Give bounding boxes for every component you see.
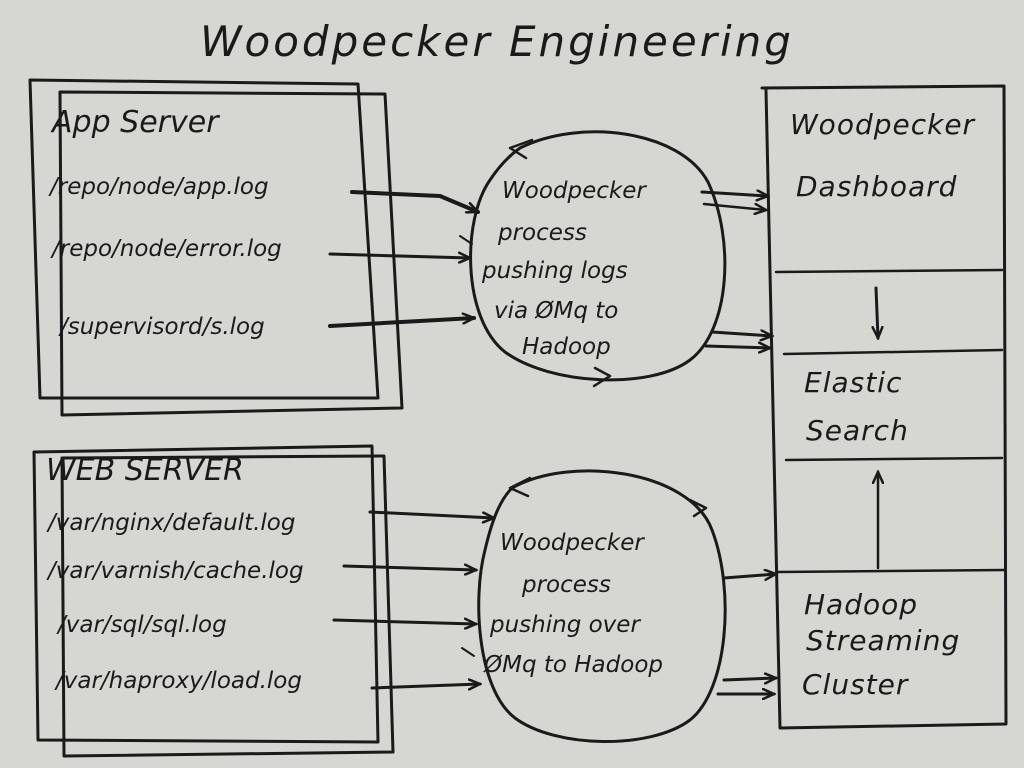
process-bottom-line: ØMq to Hadoop [483, 652, 663, 678]
app-server-log: /supervisord/s.log [58, 314, 265, 340]
elastic-search-label: Elastic [804, 366, 902, 399]
hadoop-cluster-label: Hadoop [804, 588, 918, 621]
right-stack: Woodpecker Dashboard Elastic Search Hado… [760, 84, 1008, 730]
hadoop-cluster-label: Cluster [802, 668, 909, 701]
process-top-line: Hadoop [522, 334, 611, 360]
hadoop-cluster-label: Streaming [806, 624, 960, 657]
app-server-log: /repo/node/error.log [50, 236, 282, 262]
web-server-title: WEB SERVER [46, 453, 244, 488]
app-server-box: App Server /repo/node/app.log /repo/node… [28, 78, 404, 417]
process-to-stack-arrows [700, 192, 776, 694]
web-server-log: /var/nginx/default.log [46, 510, 295, 536]
dashboard-label: Dashboard [796, 170, 957, 203]
app-server-log: /repo/node/app.log [48, 174, 269, 200]
process-bottom-line: Woodpecker [500, 530, 645, 556]
diagram-title: Woodpecker Engineering [200, 17, 794, 66]
web-server-log: /var/sql/sql.log [56, 612, 227, 638]
process-bottom-line: pushing over [489, 612, 641, 638]
process-bottom-node: Woodpecker process pushing over ØMq to H… [477, 469, 727, 743]
process-top-line: via ØMq to [494, 298, 618, 324]
app-to-process-arrows [328, 190, 478, 328]
web-server-log: /var/varnish/cache.log [46, 558, 304, 584]
process-top-node: Woodpecker process pushing logs via ØMq … [469, 130, 727, 388]
process-bottom-line: process [521, 572, 611, 598]
elastic-search-label: Search [806, 414, 909, 447]
process-top-line: pushing logs [481, 258, 628, 284]
process-top-line: process [497, 220, 587, 246]
web-server-box: WEB SERVER /var/nginx/default.log /var/v… [32, 444, 395, 758]
dashboard-label: Woodpecker [790, 108, 976, 141]
process-top-line: Woodpecker [502, 178, 647, 204]
web-server-log: /var/haproxy/load.log [54, 668, 302, 694]
app-server-title: App Server [50, 105, 220, 140]
dashboard-to-elastic-arrow [876, 286, 878, 338]
web-to-process-arrows [332, 510, 494, 688]
